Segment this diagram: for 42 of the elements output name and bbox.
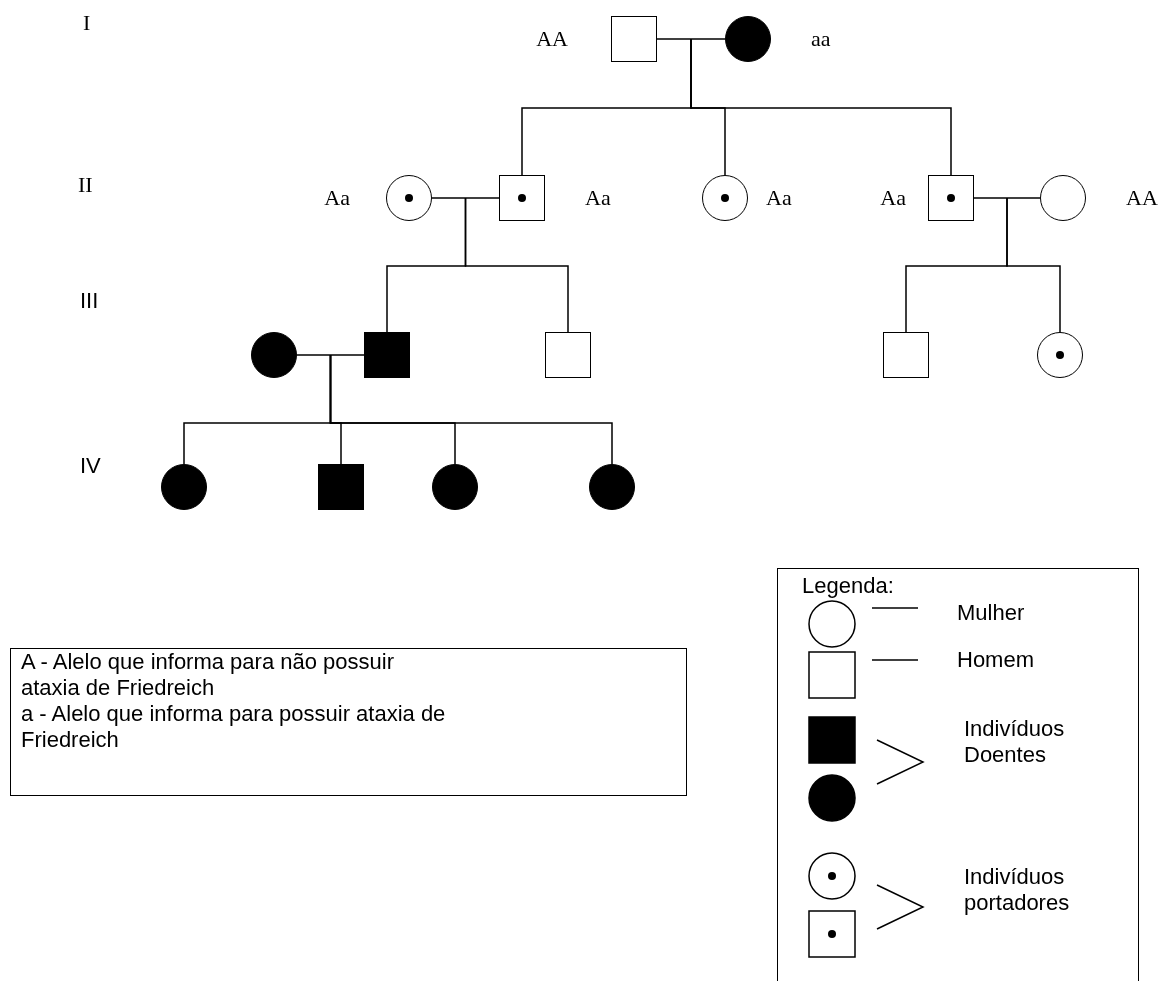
descent-line <box>329 354 613 465</box>
descent-line <box>464 197 569 333</box>
generation-label: III <box>80 288 99 314</box>
female-affected-symbol <box>432 464 478 510</box>
male-carrier-symbol <box>499 175 545 221</box>
male-unaffected-symbol <box>545 332 591 378</box>
text-panel <box>10 648 687 796</box>
male-unaffected-symbol <box>611 16 657 62</box>
descent-line <box>1006 197 1061 333</box>
mating-line <box>296 354 365 356</box>
female-affected-symbol <box>251 332 297 378</box>
generation-label: II <box>78 172 93 198</box>
mating-line <box>973 197 1041 199</box>
female-carrier-symbol <box>1037 332 1083 378</box>
legend-title: Legenda: <box>802 573 894 599</box>
legend-text: Homem <box>957 647 1035 673</box>
legend-text: Mulher <box>957 600 1026 626</box>
genotype-label: Aa <box>766 185 792 211</box>
descent-line <box>690 38 952 176</box>
male-carrier-symbol <box>928 175 974 221</box>
legend-text: Indivíduos portadores <box>964 864 1071 916</box>
female-affected-symbol <box>161 464 207 510</box>
female-carrier-symbol <box>702 175 748 221</box>
generation-label: I <box>83 10 91 36</box>
mating-line <box>431 197 500 199</box>
female-affected-symbol <box>725 16 771 62</box>
female-affected-symbol <box>589 464 635 510</box>
genotype-label: Aa <box>324 185 350 211</box>
mating-line <box>656 38 726 40</box>
female-carrier-symbol <box>386 175 432 221</box>
genotype-label: AA <box>536 26 568 52</box>
genotype-label: aa <box>811 26 831 52</box>
male-unaffected-symbol <box>883 332 929 378</box>
male-affected-symbol <box>318 464 364 510</box>
generation-label: IV <box>80 453 101 479</box>
allele-note: a - Alelo que informa para possuir ataxia de Friedreich <box>21 701 447 753</box>
legend-text: Indivíduos Doentes <box>964 716 1066 768</box>
male-affected-symbol <box>364 332 410 378</box>
genotype-label: AA <box>1126 185 1158 211</box>
genotype-label: Aa <box>880 185 906 211</box>
genotype-label: Aa <box>585 185 611 211</box>
female-unaffected-symbol <box>1040 175 1086 221</box>
